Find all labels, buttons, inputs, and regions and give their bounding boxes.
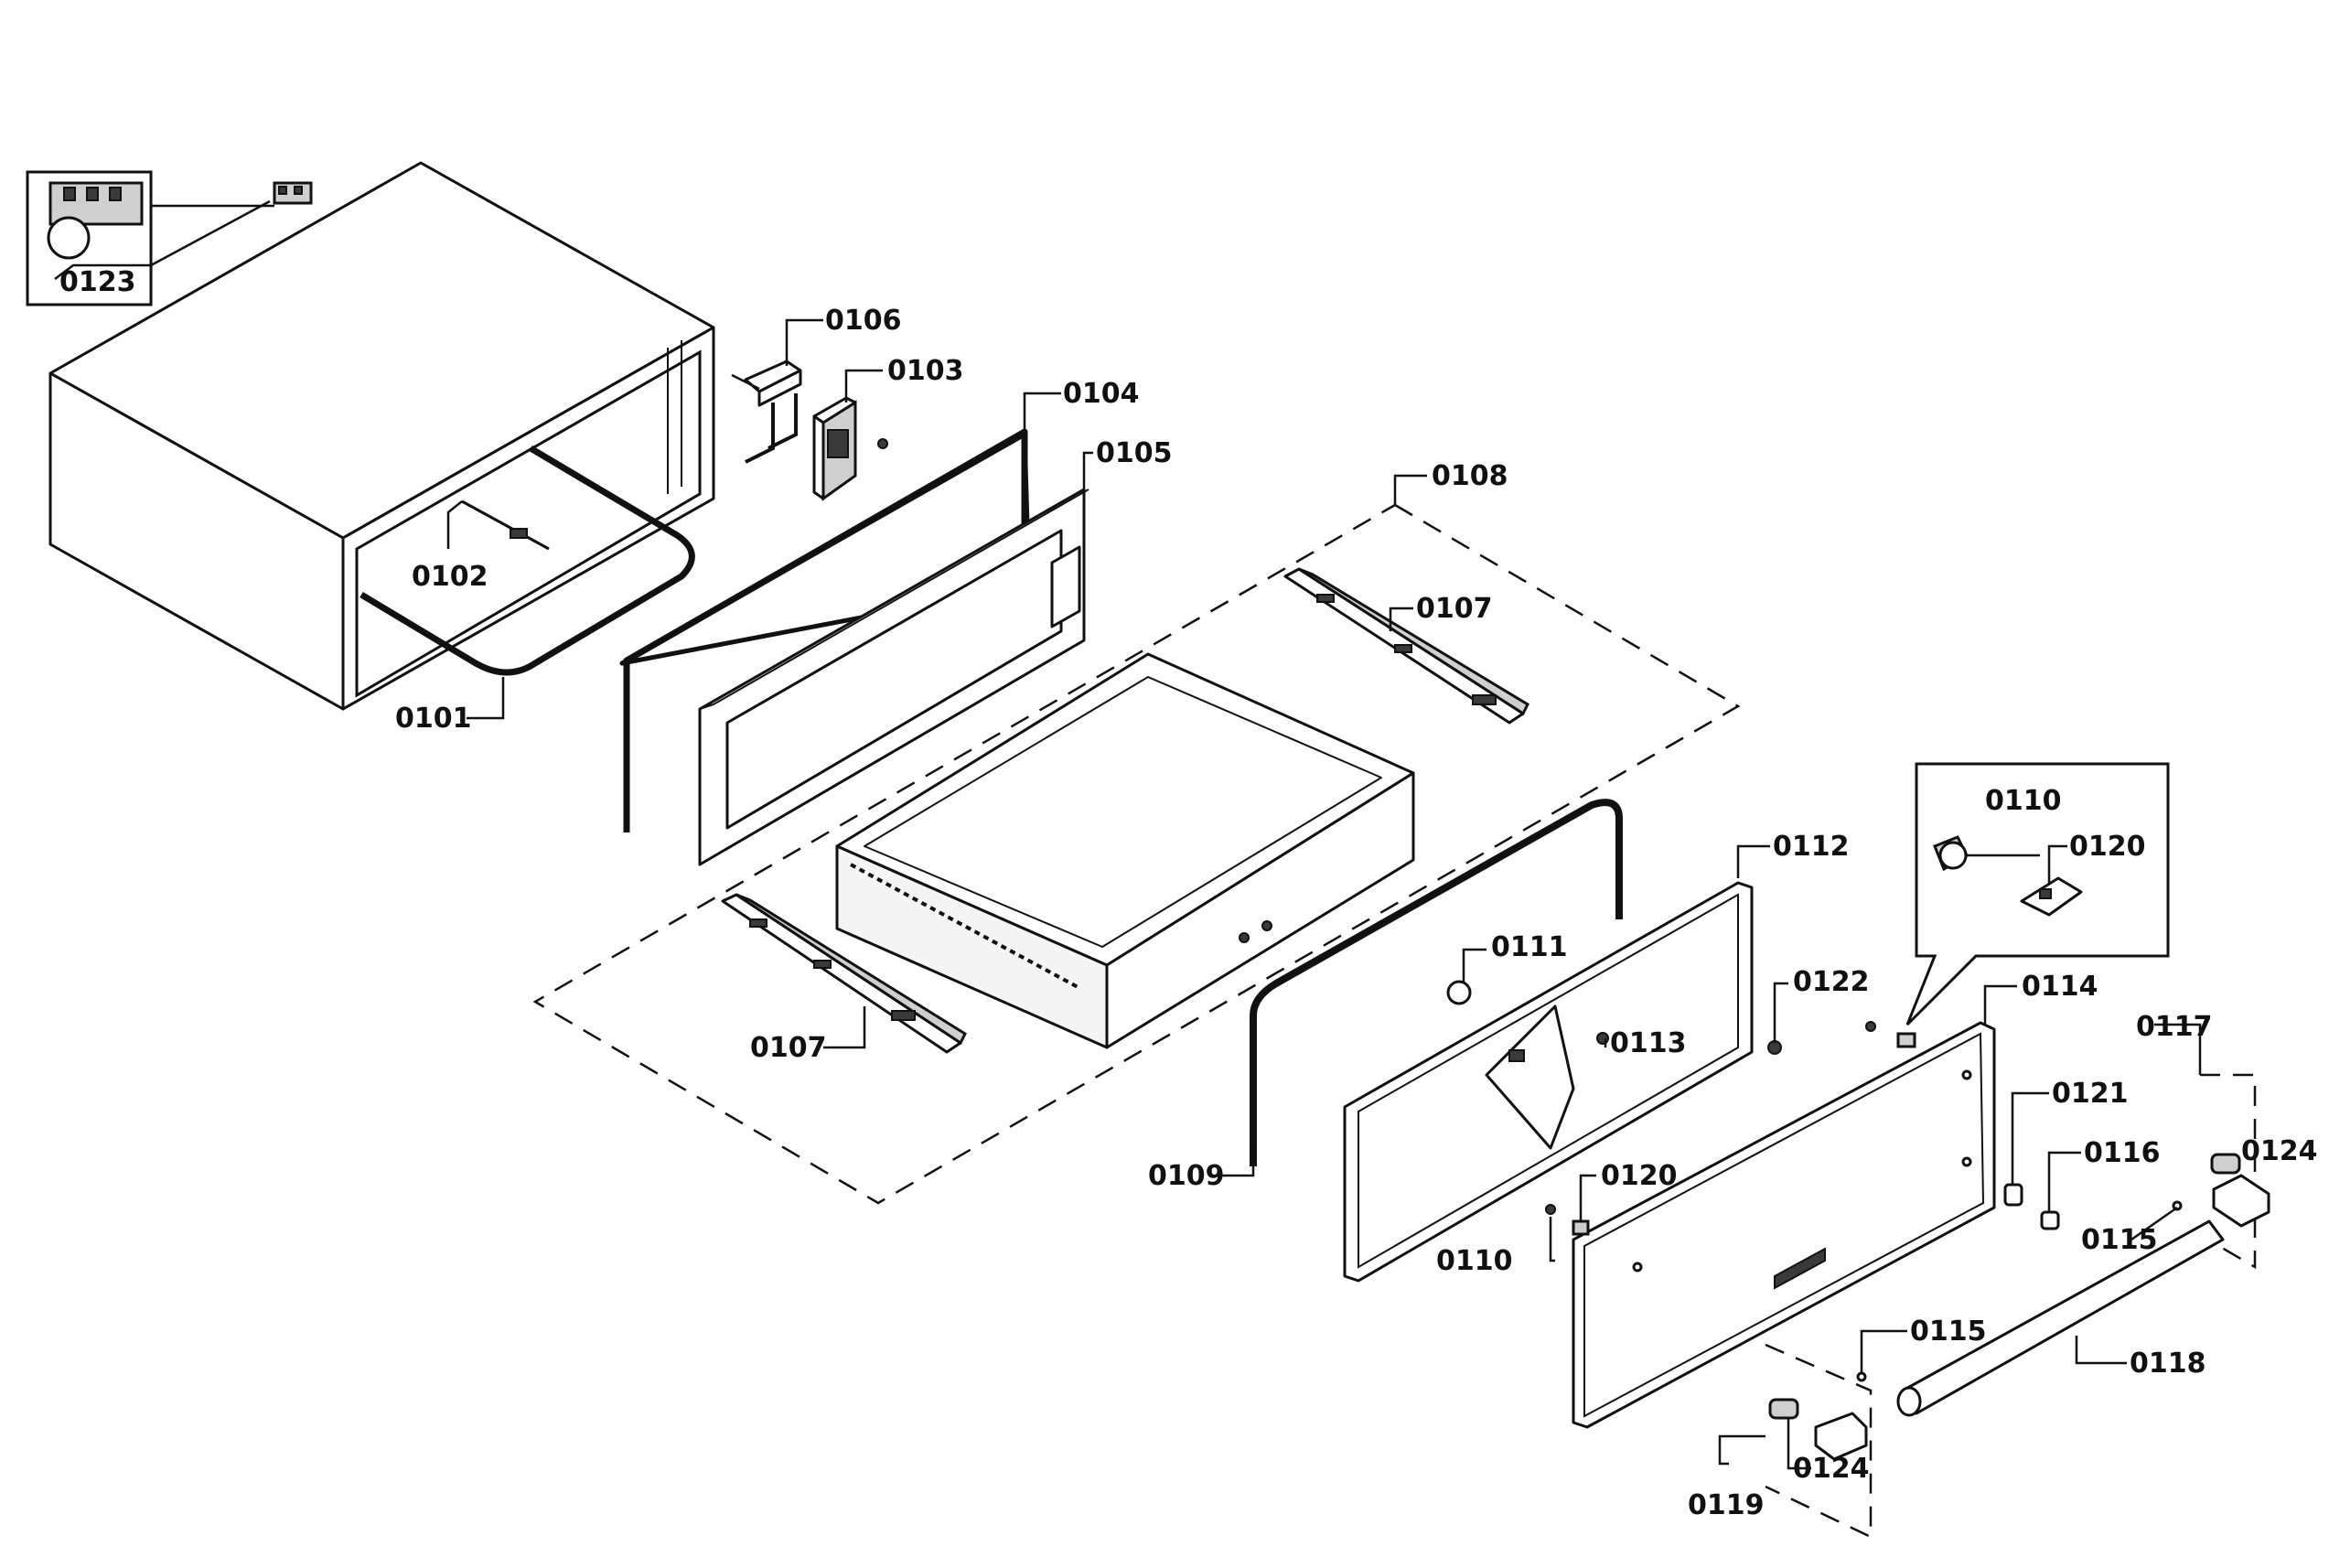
callout-0123: 0123: [59, 266, 136, 298]
inner-door-panel: [1343, 881, 1754, 1283]
door-gasket: [619, 428, 1032, 832]
callout-0115-lower: 0115: [1910, 1316, 1987, 1348]
callout-0113: 0113: [1610, 1027, 1687, 1059]
callout-0120-inset: 0120: [2069, 831, 2146, 863]
callout-0110-inset: 0110: [1985, 785, 2062, 817]
handle-bar: [1896, 1219, 2225, 1417]
screw-0115-lower: [1856, 1371, 1867, 1382]
handle-end-box-right: [2199, 1073, 2257, 1270]
callout-0104: 0104: [1063, 378, 1140, 410]
heating-element: [360, 445, 695, 676]
drawer-pan: [835, 652, 1415, 1049]
callout-0117: 0117: [2136, 1011, 2213, 1043]
bracket-part: [744, 360, 802, 464]
clip-0110-lower: [1545, 1204, 1556, 1215]
housing-cabinet: [48, 161, 715, 711]
drawer-assembly-outline: [532, 503, 1741, 1205]
callout-0119: 0119: [1688, 1489, 1765, 1521]
callout-0106: 0106: [825, 305, 902, 337]
callout-0110-lower: 0110: [1436, 1245, 1513, 1277]
pin-0116: [2040, 1210, 2060, 1230]
pin-0121: [2003, 1183, 2023, 1207]
callout-0107-lower: 0107: [750, 1032, 827, 1064]
callout-0107-upper: 0107: [1416, 593, 1493, 625]
outer-door-panel: [1572, 1021, 1996, 1429]
temperature-sensor: [461, 499, 550, 551]
clip-detail: [1933, 835, 2083, 917]
end-cap-right: [2210, 1153, 2270, 1228]
callout-0108: 0108: [1432, 460, 1508, 492]
callout-0101: 0101: [395, 703, 472, 735]
callout-0115-upper: 0115: [2081, 1224, 2158, 1256]
callout-0120-lower: 0120: [1601, 1160, 1678, 1192]
callout-0124-lower: 0124: [1793, 1453, 1870, 1485]
callout-0112: 0112: [1773, 831, 1850, 863]
thermostat-small: [273, 181, 313, 205]
clip-0120-upper: [1896, 1032, 1916, 1048]
callout-0121: 0121: [2052, 1078, 2129, 1110]
callout-0124-right: 0124: [2241, 1135, 2318, 1167]
callout-0103: 0103: [887, 355, 964, 387]
end-cap-left: [1768, 1398, 1868, 1461]
callout-labels: 0123 0106 0103 0104 0105 0108 0102 0107 …: [59, 266, 2318, 1521]
clip-0120-lower: [1572, 1219, 1590, 1236]
slide-rail-upper: [1283, 567, 1529, 725]
door-seal: [1250, 799, 1623, 1166]
thermostat-part: [47, 181, 144, 260]
clip-0110-upper: [1865, 1021, 1876, 1032]
callout-0102: 0102: [412, 561, 488, 593]
screw-0122: [1767, 1040, 1782, 1055]
callout-0105: 0105: [1096, 437, 1173, 469]
callout-0116: 0116: [2084, 1137, 2161, 1169]
callout-0114: 0114: [2022, 971, 2098, 1003]
callout-0122: 0122: [1793, 966, 1870, 998]
front-frame: [698, 488, 1089, 866]
callout-0118: 0118: [2130, 1348, 2206, 1380]
callout-0109: 0109: [1148, 1160, 1225, 1192]
control-module: [812, 396, 857, 501]
spacer-0111: [1446, 980, 1472, 1005]
leader-lines: [54, 263, 2202, 1470]
slide-rail-lower: [721, 893, 967, 1054]
callout-0111: 0111: [1491, 931, 1568, 963]
